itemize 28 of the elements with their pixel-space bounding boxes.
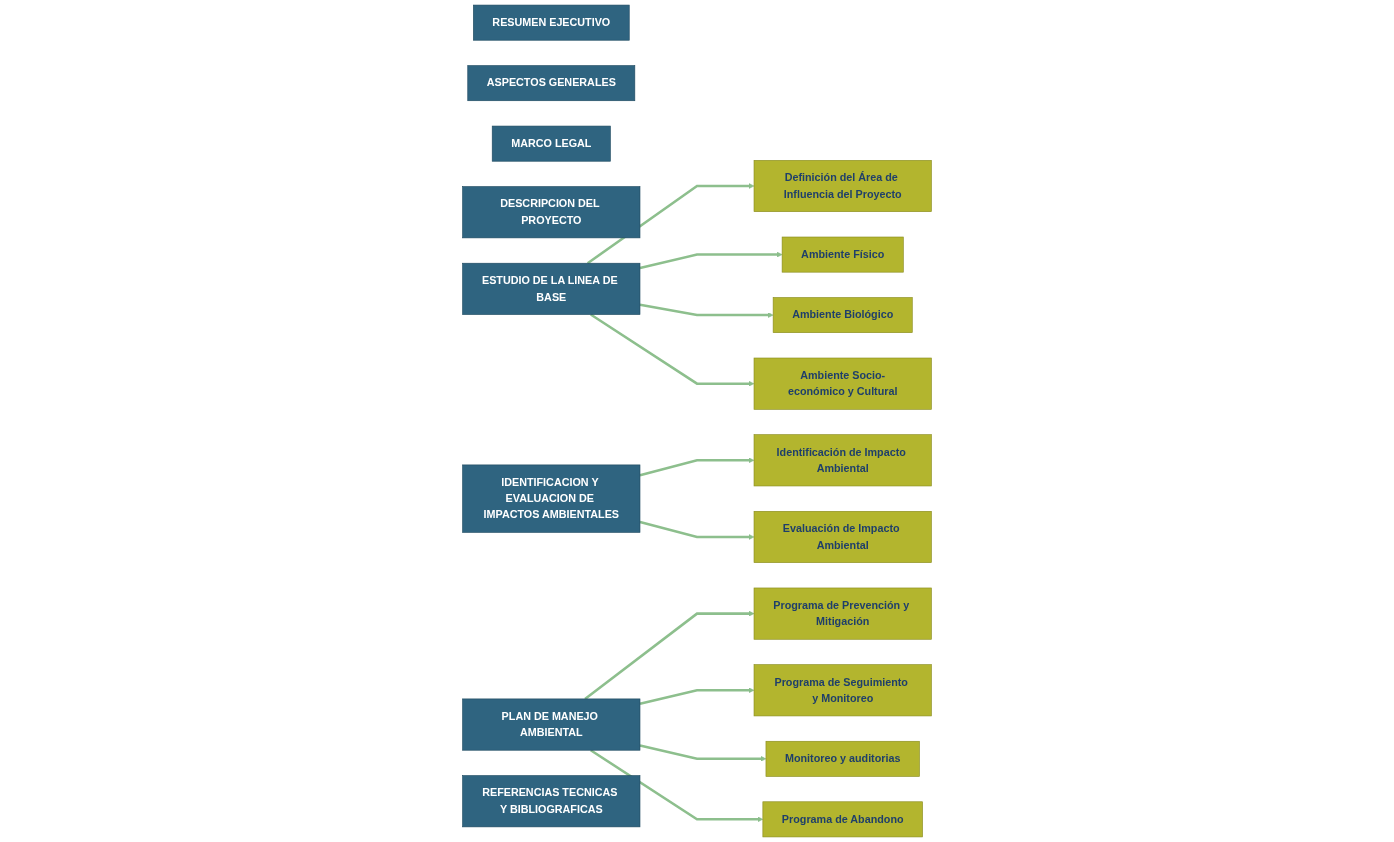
arrow (639, 303, 774, 318)
node-box: DESCRIPCION DEL PROYECTO (462, 186, 641, 239)
arrow (639, 457, 755, 477)
node-box: REFERENCIAS TECNICAS Y BIBLIOGRAFICAS (462, 775, 641, 828)
arrow (586, 183, 755, 265)
node-box: Evaluación de Impacto Ambiental (753, 511, 932, 563)
arrow (590, 749, 764, 823)
node-box: Ambiente Biológico (772, 297, 913, 333)
node-box: Definición del Área de Influencia del Proyecto (753, 160, 932, 212)
node-box: Monitoreo y auditorias (765, 740, 920, 777)
node-box: MARCO LEGAL (491, 125, 611, 162)
node-box: PLAN DE MANEJO AMBIENTAL (462, 698, 641, 751)
arrow (590, 313, 755, 387)
node-box: IDENTIFICACION Y EVALUACION DE IMPACTOS AMBIENTALES (462, 464, 641, 533)
arrow (639, 687, 755, 705)
arrow (584, 610, 755, 700)
node-box: Identificación de Impacto Ambiental (753, 434, 932, 487)
node-box: Programa de Seguimiento y Monitoreo (753, 664, 932, 717)
arrow (639, 520, 755, 540)
node-box: Ambiente Socio-económico y Cultural (753, 357, 932, 410)
arrow (639, 744, 767, 762)
node-box: ASPECTOS GENERALES (467, 65, 636, 102)
node-box: Programa de Prevención y Mitigación (753, 587, 932, 640)
node-box: Programa de Abandono (762, 801, 923, 838)
node-box: ESTUDIO DE LA LINEA DE BASE (462, 262, 641, 315)
node-box: Ambiente Físico (781, 236, 904, 273)
arrow (639, 251, 783, 270)
node-box: RESUMEN EJECUTIVO (473, 4, 630, 41)
